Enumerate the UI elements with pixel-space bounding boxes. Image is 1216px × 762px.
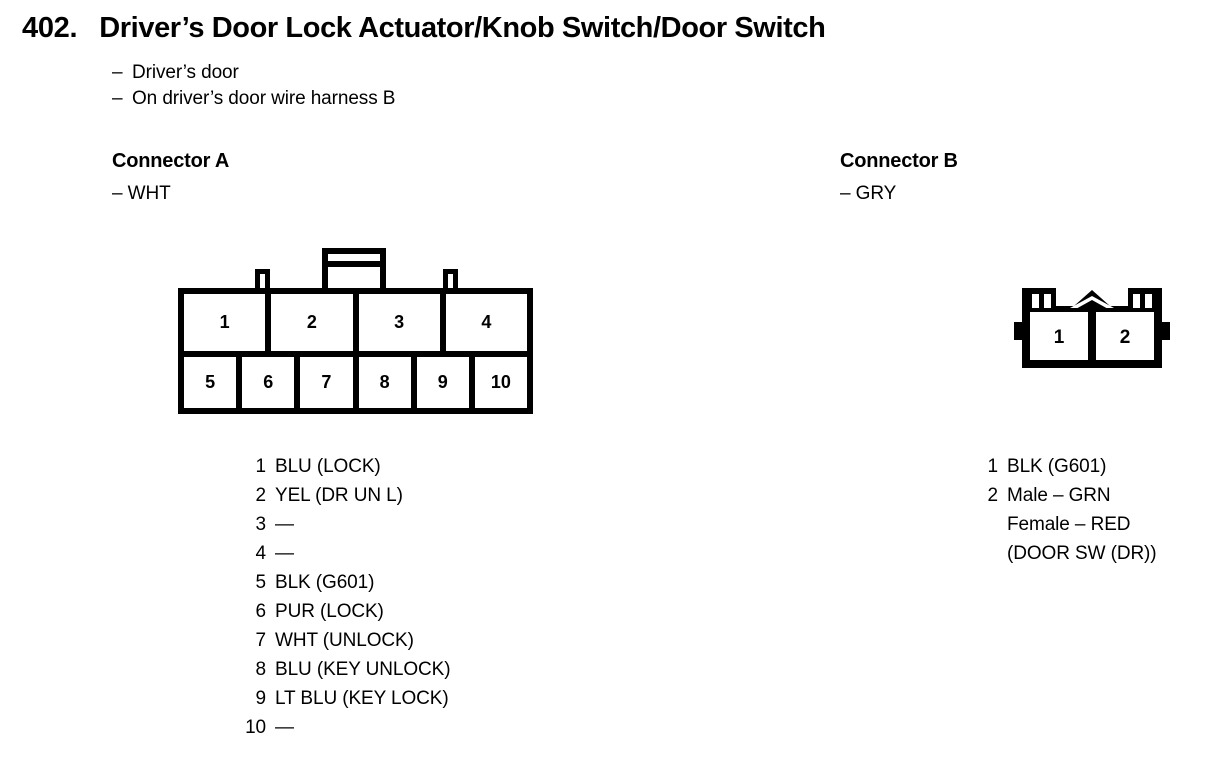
- connector-tab-left-icon: [255, 269, 270, 288]
- pin-cell: 4: [445, 294, 527, 351]
- pin-cell: 3: [358, 294, 446, 351]
- pin-description: BLK (G601): [1007, 456, 1107, 477]
- pin-number: 8: [255, 659, 267, 680]
- connector-a-color-label: – WHT: [112, 183, 171, 204]
- connector-a-heading: Connector A: [112, 150, 230, 172]
- pin-cell: 8: [358, 357, 417, 408]
- connector-b-peak: [1074, 300, 1110, 310]
- pin-cell: 7: [300, 357, 359, 408]
- section-title: Driver’s Door Lock Actuator/Knob Switch/…: [99, 12, 826, 44]
- pin-description: Male – GRN Female – RED (DOOR SW (DR)): [1007, 485, 1157, 564]
- pin-description: BLK (G601): [275, 572, 375, 593]
- section-number: 402.: [22, 12, 78, 44]
- pin-description: WHT (UNLOCK): [275, 630, 414, 651]
- pin-list-item: 4 —: [236, 539, 450, 568]
- connector-a-top-row: 1 2 3 4: [184, 294, 527, 351]
- pin-number: 6: [255, 601, 267, 622]
- pin-list-item: 2 YEL (DR UN L): [236, 481, 450, 510]
- pin-list-item: 8 BLU (KEY UNLOCK): [236, 655, 451, 684]
- connector-b-color-label: – GRY: [840, 183, 897, 204]
- connector-a-diagram: 1 2 3 4 5 6 7 8 9 10: [170, 240, 545, 420]
- connector-b-cavity-1: [1030, 312, 1088, 360]
- connector-a-bottom-row: 5 6 7 8 9 10: [184, 351, 528, 408]
- note-list: –Driver’s door –On driver’s door wire ha…: [112, 60, 395, 112]
- note-item: –On driver’s door wire harness B: [112, 86, 395, 112]
- pin-description: BLU (KEY UNLOCK): [275, 659, 451, 680]
- connector-b-shape-icon: 1 2: [1014, 288, 1170, 368]
- pin-number: 9: [255, 688, 267, 709]
- pin-description: —: [275, 543, 294, 564]
- pin-description: BLU (LOCK): [275, 456, 381, 477]
- connector-b-pin-label-1: 1: [1054, 327, 1065, 348]
- page-title: 402. Driver’s Door Lock Actuator/Knob Sw…: [22, 12, 826, 45]
- connector-a-body: 1 2 3 4 5 6 7 8 9 10: [178, 288, 533, 414]
- connector-b-heading: Connector B: [840, 150, 958, 172]
- pin-number: 1: [987, 456, 999, 477]
- pin-list-item: 5 BLK (G601): [236, 568, 450, 597]
- connector-b-tab-slot-left-b: [1044, 294, 1051, 308]
- pin-list-item: 3 —: [236, 510, 450, 539]
- note-text: Driver’s door: [132, 62, 239, 83]
- pin-description: YEL (DR UN L): [275, 485, 403, 506]
- note-item: –Driver’s door: [112, 60, 395, 86]
- pin-description: —: [275, 514, 294, 535]
- pin-number: 2: [987, 485, 999, 506]
- note-dash: –: [112, 88, 123, 109]
- pin-description: LT BLU (KEY LOCK): [275, 688, 449, 709]
- pin-number: 4: [255, 543, 267, 564]
- pin-cell: 6: [242, 357, 301, 408]
- pin-cell: 1: [184, 294, 272, 351]
- pin-list-item: 2 Male – GRN Female – RED (DOOR SW (DR)): [968, 481, 1157, 568]
- connector-b-tab-slot-right-a: [1133, 294, 1140, 308]
- pin-number: 5: [255, 572, 267, 593]
- pin-cell: 10: [474, 357, 528, 408]
- pin-number: 10: [245, 717, 266, 738]
- pin-cell: 9: [416, 357, 475, 408]
- connector-a-header: Connector A – WHT: [112, 150, 229, 205]
- pin-description: PUR (LOCK): [275, 601, 384, 622]
- connector-tab-right-icon: [443, 269, 458, 288]
- connector-b-tab-slot-left-a: [1032, 294, 1039, 308]
- pin-description: —: [275, 717, 294, 738]
- connector-b-pin-label-2: 2: [1120, 327, 1131, 348]
- pin-cell: 2: [271, 294, 359, 351]
- connector-b-pin-list: 1 BLK (G601) 2 Male – GRN Female – RED (…: [968, 452, 1157, 568]
- connector-b-cavity-2: [1096, 312, 1154, 360]
- connector-a-pin-list: 1 BLU (LOCK) 2 YEL (DR UN L) 3 — 4 — 5 B…: [236, 452, 450, 742]
- connector-b-diagram: 1 2: [1012, 282, 1172, 380]
- pin-number: 7: [255, 630, 267, 651]
- pin-number: 3: [255, 514, 267, 535]
- note-dash: –: [112, 62, 123, 83]
- note-text: On driver’s door wire harness B: [132, 88, 396, 109]
- pin-list-item: 1 BLU (LOCK): [236, 452, 450, 481]
- pin-list-item: 7 WHT (UNLOCK): [236, 626, 450, 655]
- pin-list-item: 10 —: [236, 713, 450, 742]
- pin-number: 2: [255, 485, 267, 506]
- connector-b-header: Connector B – GRY: [840, 150, 958, 205]
- pin-list-item: 9 LT BLU (KEY LOCK): [236, 684, 450, 713]
- latch-slot: [328, 254, 380, 261]
- pin-cell: 5: [184, 357, 243, 408]
- pin-number: 1: [255, 456, 267, 477]
- connector-b-tab-slot-right-b: [1145, 294, 1152, 308]
- pin-list-item: 1 BLK (G601): [968, 452, 1157, 481]
- pin-list-item: 6 PUR (LOCK): [236, 597, 450, 626]
